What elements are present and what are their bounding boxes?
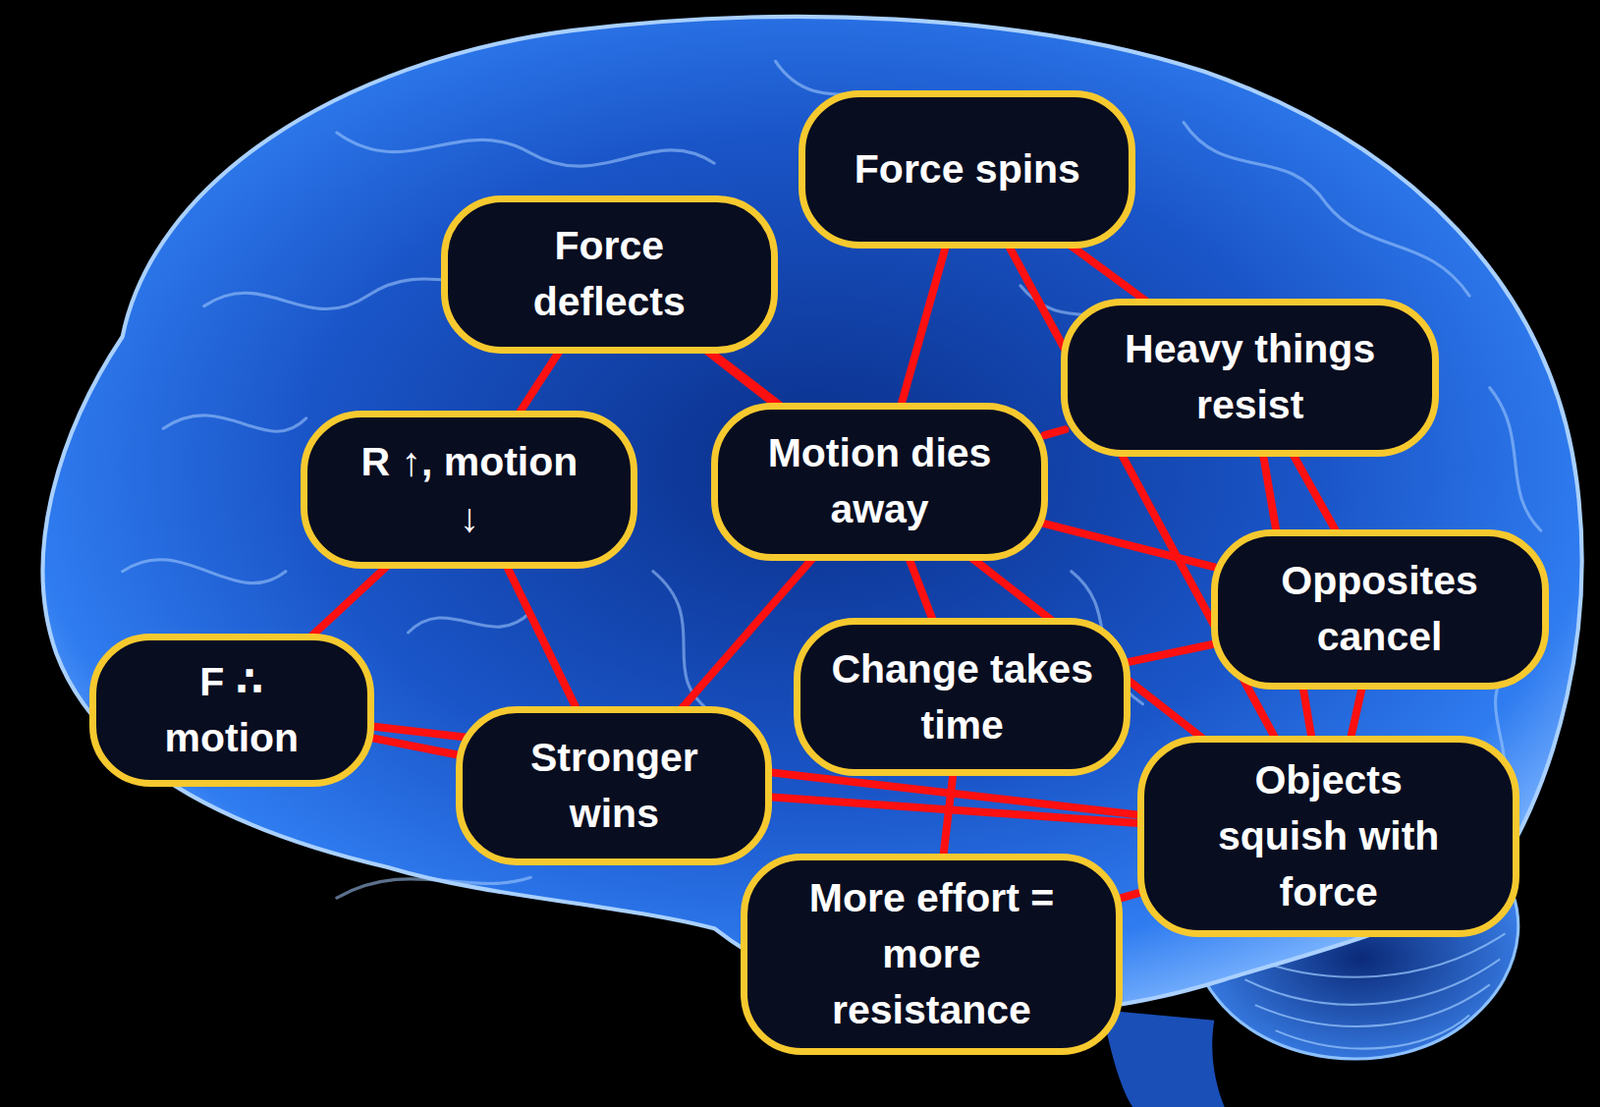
concept-text: More effort = more resistance — [778, 870, 1086, 1039]
connector-line — [518, 349, 561, 415]
concept-text: Motion dies away — [752, 425, 1008, 538]
connector-line — [1118, 891, 1142, 899]
concept-text: Change takes time — [829, 641, 1096, 754]
concept-text: Force spins — [854, 141, 1081, 198]
connector-line — [1044, 523, 1214, 567]
concept-text: F ∴ motion — [150, 654, 314, 767]
connector-line — [900, 244, 946, 407]
concept-text: Opposites cancel — [1257, 552, 1502, 665]
concept-box: F ∴ motion — [89, 633, 375, 787]
connector-line — [908, 556, 934, 622]
connector-line — [942, 772, 953, 858]
brain-stem — [1102, 1009, 1225, 1107]
concept-box: Objects squish with force — [1137, 735, 1521, 938]
connector-line — [1350, 685, 1363, 741]
concept-box: R ↑, motion ↓ — [300, 410, 638, 569]
connector-line — [1126, 644, 1215, 663]
concept-text: Stronger wins — [496, 729, 732, 842]
concept-box: Heavy things resist — [1060, 298, 1438, 457]
concept-text: R ↑, motion ↓ — [346, 434, 592, 547]
concept-box: Change takes time — [793, 617, 1131, 776]
concept-text: Objects squish with force — [1185, 752, 1472, 921]
connector-line — [1069, 244, 1149, 303]
concept-text: Force deflects — [476, 218, 742, 331]
connector-line — [505, 564, 577, 711]
connector-line — [1044, 429, 1065, 436]
concept-box: Force spins — [798, 90, 1136, 249]
connector-line — [310, 564, 389, 638]
concept-box: More effort = more resistance — [740, 853, 1124, 1055]
concept-box: Stronger wins — [455, 706, 773, 866]
concept-box: Motion dies away — [711, 402, 1049, 561]
connector-line — [370, 737, 461, 756]
concept-box: Opposites cancel — [1211, 529, 1549, 690]
connector-line — [1291, 452, 1337, 534]
concept-box: Force deflects — [441, 195, 778, 354]
connector-line — [768, 796, 1141, 824]
concept-text: Heavy things resist — [1097, 321, 1404, 434]
